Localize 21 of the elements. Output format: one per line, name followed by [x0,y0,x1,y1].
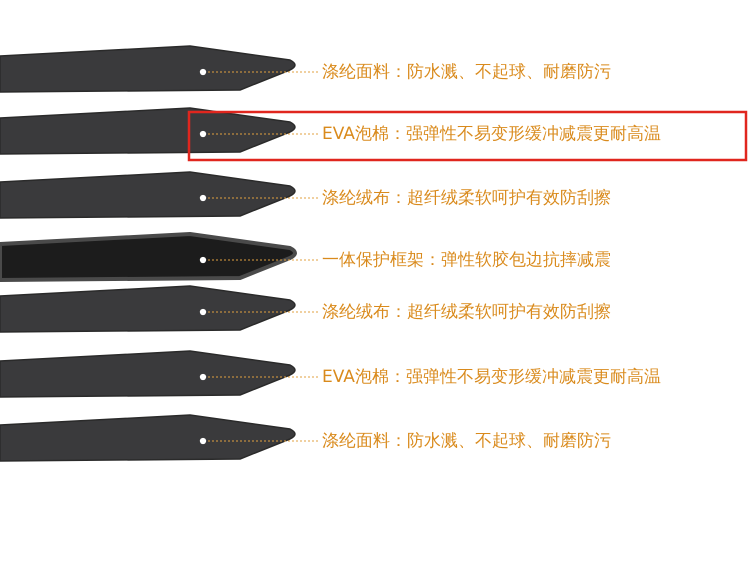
layer-panel-drawing [0,107,296,155]
leader-line [200,374,318,380]
annotation-text: 涤纶绒布：超纤绒柔软呵护有效防刮擦 [322,186,611,210]
annotation-text: EVA泡棉：强弹性不易变形缓冲减震更耐高温 [322,122,661,146]
layer-panel-drawing [0,171,296,219]
leader-line [200,256,318,264]
layer-panel-drawing [0,414,296,462]
frame-layer-drawing [0,232,297,282]
layer-panel-drawing [0,350,296,398]
annotation-text: EVA泡棉：强弹性不易变形缓冲减震更耐高温 [322,365,661,389]
layer-panel-drawing [0,45,296,93]
annotation-text: 一体保护框架：弹性软胶包边抗摔减震 [322,248,611,272]
annotation-text: 涤纶面料：防水溅、不起球、耐磨防污 [322,429,611,453]
leader-line [200,308,318,316]
annotation-text: 涤纶绒布：超纤绒柔软呵护有效防刮擦 [322,300,611,324]
leader-line [200,194,318,202]
leader-line [200,130,318,138]
layer-panel-drawing [0,285,296,333]
leader-line [200,68,318,76]
leader-line [200,438,318,444]
annotation-text: 涤纶面料：防水溅、不起球、耐磨防污 [322,60,611,84]
